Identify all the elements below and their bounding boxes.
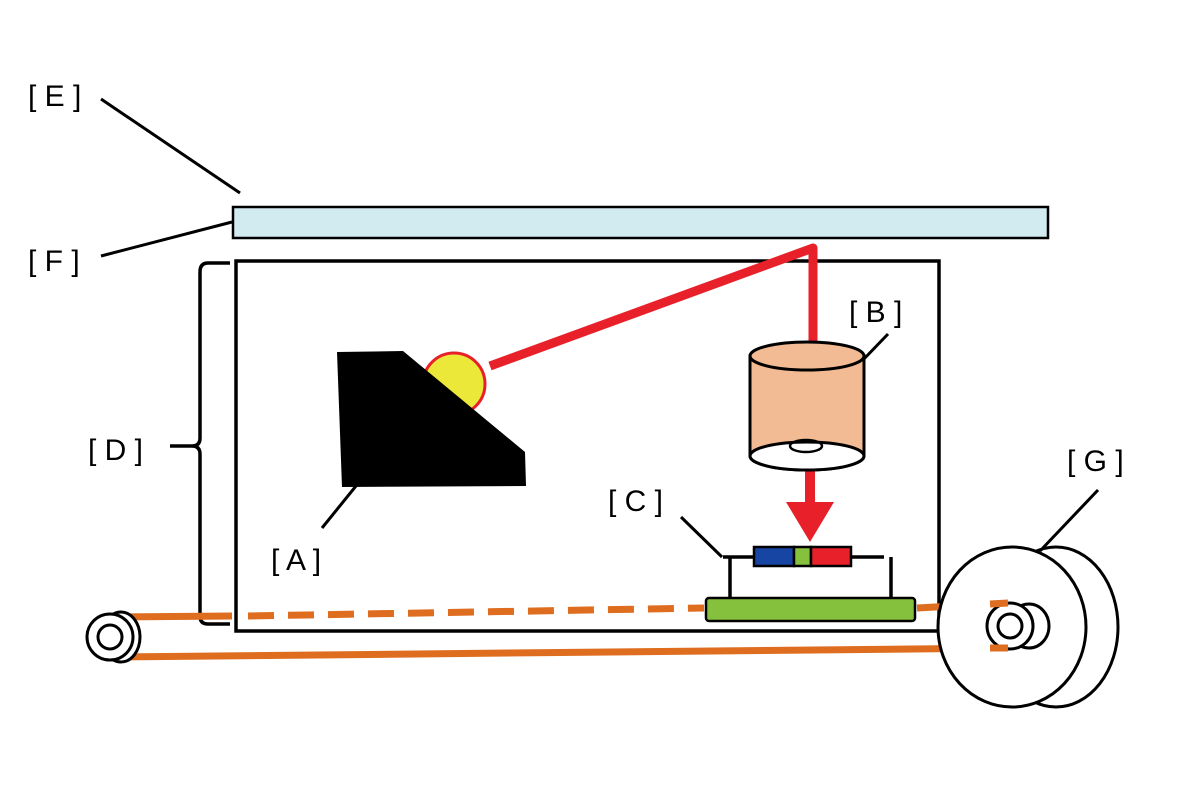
light-beam bbox=[488, 243, 818, 371]
leader-line-a bbox=[320, 480, 362, 529]
sensor-board bbox=[704, 596, 917, 623]
leader-line-g bbox=[1038, 488, 1100, 553]
drive-belt-upper-hidden bbox=[247, 604, 705, 620]
lens bbox=[748, 340, 866, 472]
label-d: [ D ] bbox=[88, 434, 143, 467]
drive-belt-wrap-upper bbox=[989, 599, 1009, 608]
leader-line-c bbox=[679, 515, 724, 559]
label-b: [ B ] bbox=[849, 296, 902, 329]
label-f: [ F ] bbox=[28, 245, 80, 278]
drive-belt-lower bbox=[117, 644, 1009, 661]
ccd-sensor bbox=[704, 545, 917, 623]
idler-pulley bbox=[85, 610, 142, 664]
drive-motor-pulley bbox=[936, 545, 1120, 709]
glass-platen bbox=[231, 205, 1050, 240]
leader-line-e bbox=[100, 97, 241, 195]
scanner-carriage bbox=[234, 259, 941, 633]
label-g: [ G ] bbox=[1067, 445, 1124, 478]
drive-belt-upper bbox=[117, 612, 233, 621]
leader-line-b bbox=[860, 332, 890, 363]
leader-line-f bbox=[100, 220, 233, 258]
lamp-reflector bbox=[337, 351, 526, 487]
beam-arrowhead bbox=[786, 502, 834, 542]
label-c: [ C ] bbox=[608, 485, 663, 518]
label-e: [ E ] bbox=[28, 80, 81, 113]
carriage-bracket bbox=[170, 261, 230, 626]
label-a: [ A ] bbox=[271, 544, 321, 577]
